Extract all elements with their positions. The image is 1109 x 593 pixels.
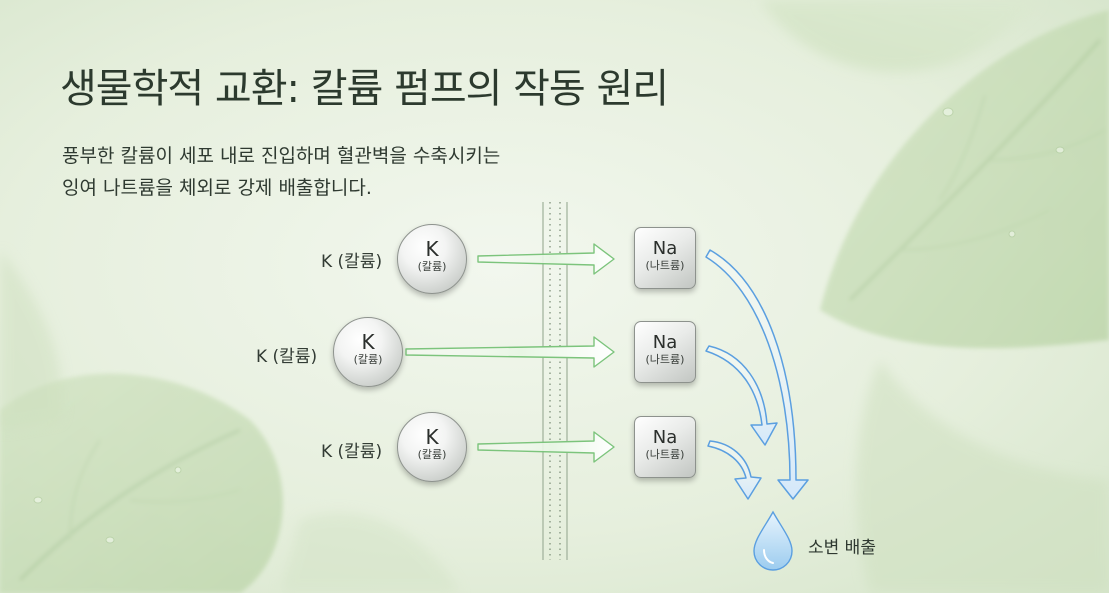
sodium-symbol: Na (652, 238, 678, 259)
sodium-ion: Na (나트륨) (634, 321, 696, 383)
potassium-ion: K (칼륨) (397, 412, 467, 482)
subtitle: 풍부한 칼륨이 세포 내로 진입하며 혈관벽을 수축시키는 잉여 나트륨을 체외… (62, 140, 500, 204)
curved-arrow-down-icon (705, 345, 778, 446)
potassium-label: K (칼륨) (321, 252, 383, 272)
sodium-subtext: (나트륨) (645, 353, 685, 366)
sodium-subtext: (나트륨) (645, 448, 685, 461)
potassium-symbol: K (361, 330, 375, 354)
page-title: 생물학적 교환: 칼륨 펌프의 작동 원리 (60, 66, 669, 112)
arrow-right-icon (405, 336, 615, 368)
sodium-symbol: Na (652, 427, 678, 448)
potassium-subtext: (칼륨) (353, 353, 383, 366)
subtitle-line-1: 풍부한 칼륨이 세포 내로 진입하며 혈관벽을 수축시키는 (62, 145, 501, 167)
droplet-icon (753, 510, 793, 571)
sodium-symbol: Na (652, 332, 678, 353)
urine-excretion-label: 소변 배출 (808, 538, 876, 558)
potassium-symbol: K (425, 237, 439, 261)
arrow-right-icon (477, 243, 615, 275)
potassium-label: K (칼륨) (256, 347, 318, 367)
potassium-ion: K (칼륨) (397, 224, 467, 294)
potassium-subtext: (칼륨) (417, 448, 447, 461)
arrow-right-icon (477, 431, 615, 463)
potassium-ion: K (칼륨) (333, 317, 403, 387)
potassium-label: K (칼륨) (321, 442, 383, 462)
curved-arrow-down-icon (705, 249, 809, 500)
leaf-decoration (820, 10, 1109, 349)
potassium-symbol: K (425, 425, 439, 449)
sodium-ion: Na (나트륨) (634, 227, 696, 289)
sodium-ion: Na (나트륨) (634, 416, 696, 478)
water-droplet-decoration (33, 107, 1065, 544)
sodium-subtext: (나트륨) (645, 259, 685, 272)
curved-arrow-down-icon (707, 440, 762, 500)
potassium-subtext: (칼륨) (417, 260, 447, 273)
subtitle-line-2: 잉여 나트륨을 체외로 강제 배출합니다. (62, 177, 372, 199)
